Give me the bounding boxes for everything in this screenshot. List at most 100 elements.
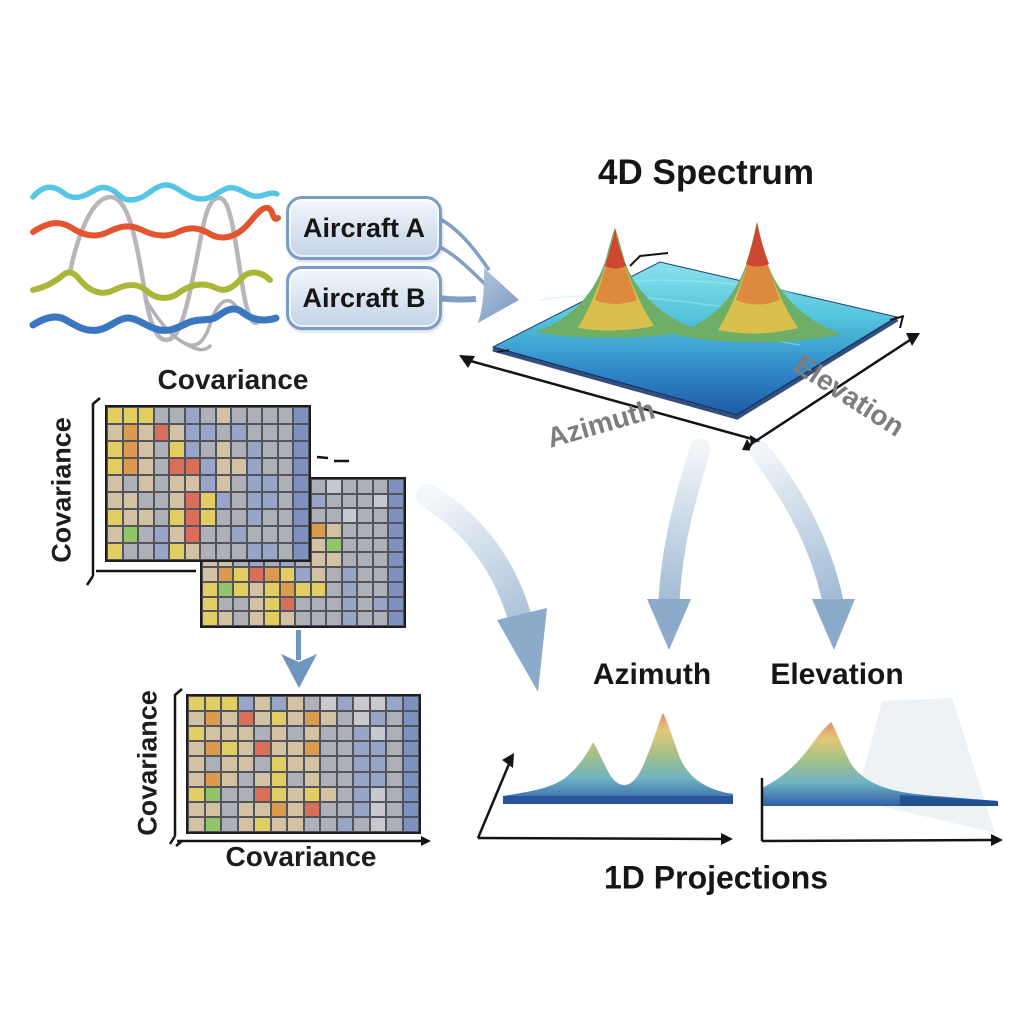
matrix-cell bbox=[388, 552, 404, 568]
matrix-cell bbox=[254, 771, 271, 787]
matrix-cell bbox=[233, 581, 249, 597]
matrix-cell bbox=[107, 407, 123, 424]
matrix-cell bbox=[386, 771, 403, 787]
matrix-cell bbox=[153, 509, 170, 526]
aircraft-a-box: Aircraft A bbox=[286, 196, 442, 260]
matrix-cell bbox=[153, 543, 170, 560]
matrix-cell bbox=[231, 526, 247, 543]
matrix-cell bbox=[310, 508, 327, 524]
matrix-cell bbox=[246, 526, 263, 543]
matrix-cell bbox=[357, 611, 373, 626]
matrix-cell bbox=[310, 552, 327, 568]
matrix-cell bbox=[320, 786, 337, 802]
matrix-cell bbox=[303, 771, 320, 787]
matrix-cell bbox=[402, 816, 419, 832]
matrix-cell bbox=[326, 567, 342, 582]
matrix-cell bbox=[353, 711, 370, 727]
matrix-cell bbox=[184, 424, 201, 441]
matrix-cell bbox=[237, 771, 254, 787]
matrix-cell bbox=[402, 741, 419, 757]
matrix-cell bbox=[188, 696, 205, 712]
olive-wave bbox=[30, 269, 273, 301]
matrix-cell bbox=[153, 492, 170, 509]
matrix-cell bbox=[231, 441, 247, 458]
matrix-cell bbox=[326, 537, 342, 553]
matrix-cell bbox=[277, 441, 294, 458]
matrix-cell bbox=[388, 596, 404, 612]
matrix-cell bbox=[293, 526, 309, 543]
matrix-cell bbox=[372, 611, 389, 626]
matrix-cell bbox=[336, 801, 353, 817]
matrix-cell bbox=[204, 741, 221, 757]
matrix-cell bbox=[204, 726, 221, 742]
matrix-cell bbox=[310, 537, 327, 553]
matrix-cell bbox=[293, 458, 309, 475]
matrix-cell bbox=[293, 424, 309, 441]
matrix-cell bbox=[303, 756, 320, 772]
matrix-cell bbox=[254, 696, 271, 712]
matrix-cell bbox=[270, 756, 287, 772]
matrix-cell bbox=[320, 816, 337, 832]
matrix-cell bbox=[270, 696, 287, 712]
matrix-cell bbox=[287, 741, 304, 757]
matrix-cell bbox=[221, 726, 238, 742]
covariance-axis-marks bbox=[85, 397, 431, 847]
matrix-cell bbox=[169, 526, 185, 543]
matrix-cell bbox=[353, 816, 370, 832]
matrix-cell bbox=[254, 786, 271, 802]
matrix-cell bbox=[341, 523, 358, 538]
matrix-cell bbox=[270, 786, 287, 802]
matrix-cell bbox=[200, 492, 216, 509]
matrix-cell bbox=[237, 756, 254, 772]
matrix-cell bbox=[204, 711, 221, 727]
matrix-cell bbox=[277, 509, 294, 526]
matrix-cell bbox=[277, 458, 294, 475]
matrix-cell bbox=[303, 696, 320, 712]
matrix-cell bbox=[107, 458, 123, 475]
covariance-matrix-top bbox=[105, 405, 311, 562]
matrix-cell bbox=[248, 567, 265, 582]
matrix-cell bbox=[184, 492, 201, 509]
aircraft-to-spectrum-arrow-icon bbox=[437, 216, 519, 323]
matrix-cell bbox=[215, 509, 232, 526]
matrix-cell bbox=[262, 526, 278, 543]
matrix-cell bbox=[169, 543, 185, 560]
matrix-cell bbox=[122, 441, 139, 458]
orange-wave bbox=[30, 204, 281, 241]
matrix-cell bbox=[303, 816, 320, 832]
matrix-cell bbox=[270, 726, 287, 742]
matrix-cell bbox=[254, 726, 271, 742]
matrix-cell bbox=[237, 741, 254, 757]
matrix-cell bbox=[270, 801, 287, 817]
matrix-cell bbox=[341, 611, 358, 626]
matrix-cell bbox=[310, 493, 327, 509]
matrix-cell bbox=[388, 537, 404, 553]
blue-wave bbox=[29, 305, 280, 334]
matrix-cell bbox=[262, 543, 278, 560]
matrix-cell bbox=[233, 611, 249, 626]
covariance-to-projections-arrow-icon bbox=[416, 484, 547, 692]
matrix-cell bbox=[188, 726, 205, 742]
covariance-bottom-side-label: Covariance bbox=[132, 690, 163, 836]
matrix-cell bbox=[169, 424, 185, 441]
matrix-cell bbox=[320, 711, 337, 727]
matrix-cell bbox=[341, 581, 358, 597]
matrix-cell bbox=[310, 479, 327, 494]
matrix-cell bbox=[221, 801, 238, 817]
matrix-cell bbox=[295, 581, 311, 597]
matrix-cell bbox=[153, 526, 170, 543]
projection-azimuth-heading: Azimuth bbox=[592, 658, 712, 691]
matrix-cell bbox=[372, 508, 389, 524]
matrix-cell bbox=[202, 596, 218, 612]
matrix-cell bbox=[303, 741, 320, 757]
matrix-cell bbox=[320, 801, 337, 817]
matrix-cell bbox=[270, 816, 287, 832]
matrix-cell bbox=[372, 552, 389, 568]
matrix-cell bbox=[303, 726, 320, 742]
spectrum-3d-surface bbox=[459, 222, 920, 451]
spectrum-to-azimuth-arrow-icon bbox=[647, 438, 711, 650]
matrix-cell bbox=[287, 801, 304, 817]
matrix-cell bbox=[310, 581, 327, 597]
matrix-cell bbox=[388, 523, 404, 538]
